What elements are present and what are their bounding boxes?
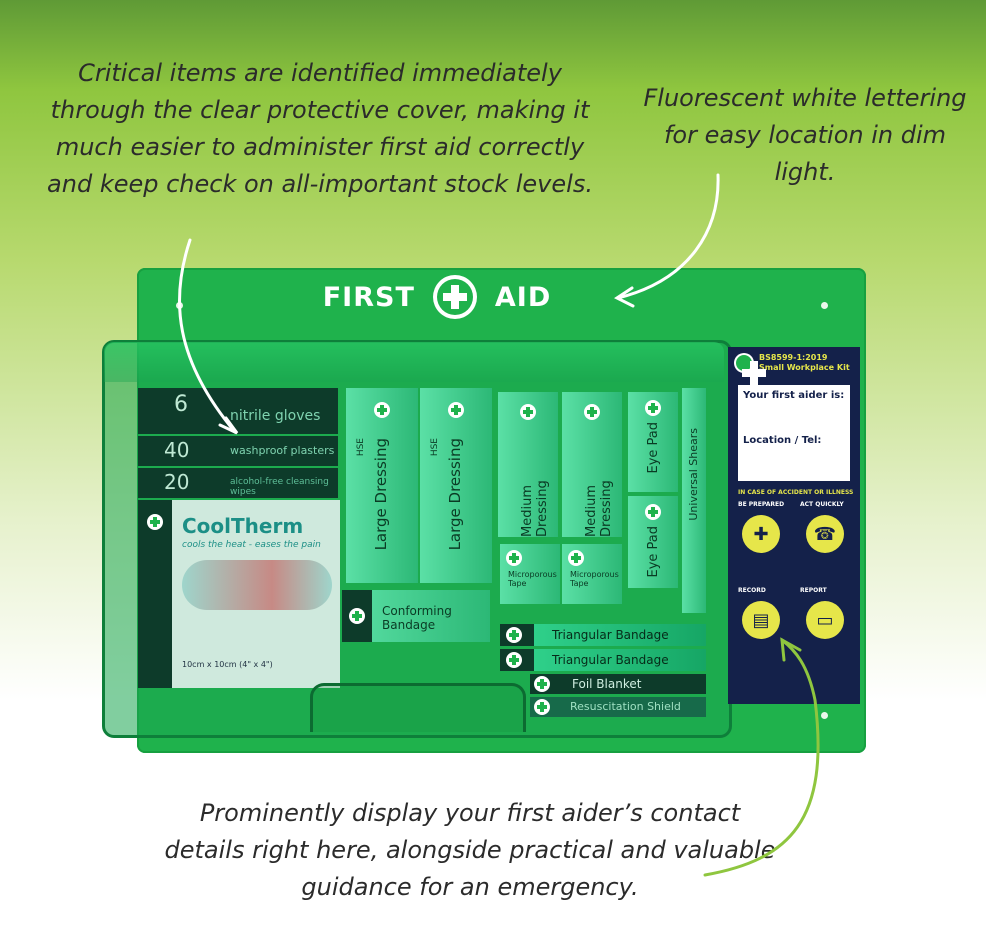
box-eye-pad: Eye Pad — [628, 392, 678, 492]
cooltherm-splash — [182, 560, 332, 610]
large-dressing-label: Large Dressing — [446, 438, 464, 551]
first-aider-label: Your first aider is: — [743, 390, 845, 401]
first-aid-cross-icon — [506, 627, 522, 643]
box-nitrile-gloves: 6 nitrile gloves — [138, 388, 338, 434]
panel-be-prepared: BE PREPARED — [738, 501, 785, 508]
first-aid-cross-icon — [520, 404, 536, 420]
first-aid-cross-icon — [584, 404, 600, 420]
box-large-dressing: Large Dressing HSE — [420, 388, 492, 583]
conforming-bandage-label: Conforming Bandage — [382, 604, 452, 632]
panel-record: RECORD — [738, 587, 766, 594]
resuscitation-shield-label: Resuscitation Shield — [570, 700, 681, 713]
box-medium-dressing: Medium Dressing — [498, 392, 558, 537]
panel-standard: BS8599-1:2019 — [759, 353, 828, 362]
cooltherm-brand: CoolTherm — [182, 514, 304, 538]
wipes-count: 20 — [164, 470, 190, 494]
hse-label: HSE — [356, 438, 366, 457]
first-aid-cross-icon — [534, 699, 550, 715]
plasters-count: 40 — [164, 438, 190, 462]
medium-dressing-label: Medium Dressing — [584, 480, 614, 537]
panel-accident-heading: IN CASE OF ACCIDENT OR ILLNESS — [738, 489, 854, 496]
panel-kit: Small Workplace Kit — [759, 363, 850, 372]
cover-top-edge — [104, 342, 724, 382]
cooltherm-tagline: cools the heat - eases the pain — [182, 540, 321, 550]
box-microporous-tape: Microporous Tape — [562, 544, 622, 604]
panel-act-quickly: ACT QUICKLY — [800, 501, 844, 508]
first-aid-cross-icon — [432, 275, 477, 319]
plasters-label: washproof plasters — [230, 444, 335, 457]
callout-clear-cover: Critical items are identified immediatel… — [47, 59, 593, 198]
box-washproof-plasters: 40 washproof plasters — [138, 436, 338, 466]
box-triangular-bandage: Triangular Bandage — [500, 624, 706, 646]
first-aid-cross-icon — [534, 676, 550, 692]
box-cooltherm: CoolTherm cools the heat - eases the pai… — [138, 500, 340, 688]
hse-label: HSE — [430, 438, 440, 457]
cabinet-title: FIRST AID — [137, 275, 737, 319]
first-aid-cross-icon — [506, 550, 522, 566]
cooltherm-size: 10cm x 10cm (4" x 4") — [182, 660, 273, 669]
box-microporous-tape: Microporous Tape — [500, 544, 560, 604]
callout-first-aider-details: Prominently display your first aider’s c… — [164, 799, 776, 901]
panel-report: REPORT — [800, 587, 827, 594]
gloves-count: 6 — [174, 392, 188, 417]
box-large-dressing: Large Dressing HSE — [346, 388, 418, 583]
eye-pad-label: Eye Pad — [646, 526, 661, 578]
title-first: FIRST — [322, 281, 415, 313]
screw-hole — [821, 712, 828, 719]
guidance-panel: BS8599-1:2019 Small Workplace Kit Your f… — [728, 347, 860, 704]
foil-blanket-label: Foil Blanket — [572, 677, 642, 691]
box-eye-pad: Eye Pad — [628, 496, 678, 588]
triangular-bandage-label: Triangular Bandage — [552, 653, 669, 667]
triangular-bandage-label: Triangular Bandage — [552, 628, 669, 642]
microporous-tape-label: Microporous Tape — [570, 570, 619, 588]
box-universal-shears: Universal Shears — [682, 388, 706, 613]
first-aid-cross-icon — [374, 402, 390, 418]
box-triangular-bandage: Triangular Bandage — [500, 649, 706, 671]
screw-hole — [821, 302, 828, 309]
first-aid-cross-icon — [506, 652, 522, 668]
box-conforming-bandage: Conforming Bandage — [342, 590, 490, 642]
box-resuscitation-shield: Resuscitation Shield — [530, 697, 706, 717]
cover-handle[interactable] — [310, 683, 526, 732]
first-aid-cross-icon — [448, 402, 464, 418]
microporous-tape-label: Microporous Tape — [508, 570, 557, 588]
eye-pad-label: Eye Pad — [646, 422, 661, 474]
box-cleansing-wipes: 20 alcohol-free cleansing wipes — [138, 468, 338, 498]
computer-icon: ▭ — [806, 601, 844, 639]
large-dressing-label: Large Dressing — [372, 438, 390, 551]
universal-shears-label: Universal Shears — [687, 428, 700, 521]
cabinet-contents: 6 nitrile gloves 40 washproof plasters 2… — [138, 388, 710, 720]
record-book-icon: ▤ — [742, 601, 780, 639]
medium-dressing-label: Medium Dressing — [520, 480, 550, 537]
title-aid: AID — [494, 281, 552, 313]
cooltherm-stripe — [138, 500, 172, 688]
first-aider-box[interactable]: Your first aider is: Location / Tel: — [738, 385, 850, 481]
callout-fluorescent-lettering: Fluorescent white lettering for easy loc… — [643, 84, 967, 186]
phone-icon: ☎ — [806, 515, 844, 553]
first-aid-cross-icon — [568, 550, 584, 566]
panel-header: BS8599-1:2019 Small Workplace Kit — [734, 353, 850, 385]
first-aid-cross-icon — [734, 353, 766, 385]
first-aid-cross-icon — [645, 504, 661, 520]
first-aid-cross-icon — [645, 400, 661, 416]
box-medium-dressing: Medium Dressing — [562, 392, 622, 537]
location-label: Location / Tel: — [743, 435, 822, 446]
first-aid-cross-icon — [349, 608, 365, 624]
first-aid-cross-icon — [147, 514, 163, 530]
wipes-label: alcohol-free cleansing wipes — [230, 477, 329, 497]
first-aid-kit-icon: ✚ — [742, 515, 780, 553]
gloves-label: nitrile gloves — [230, 408, 321, 424]
box-foil-blanket: Foil Blanket — [530, 674, 706, 694]
